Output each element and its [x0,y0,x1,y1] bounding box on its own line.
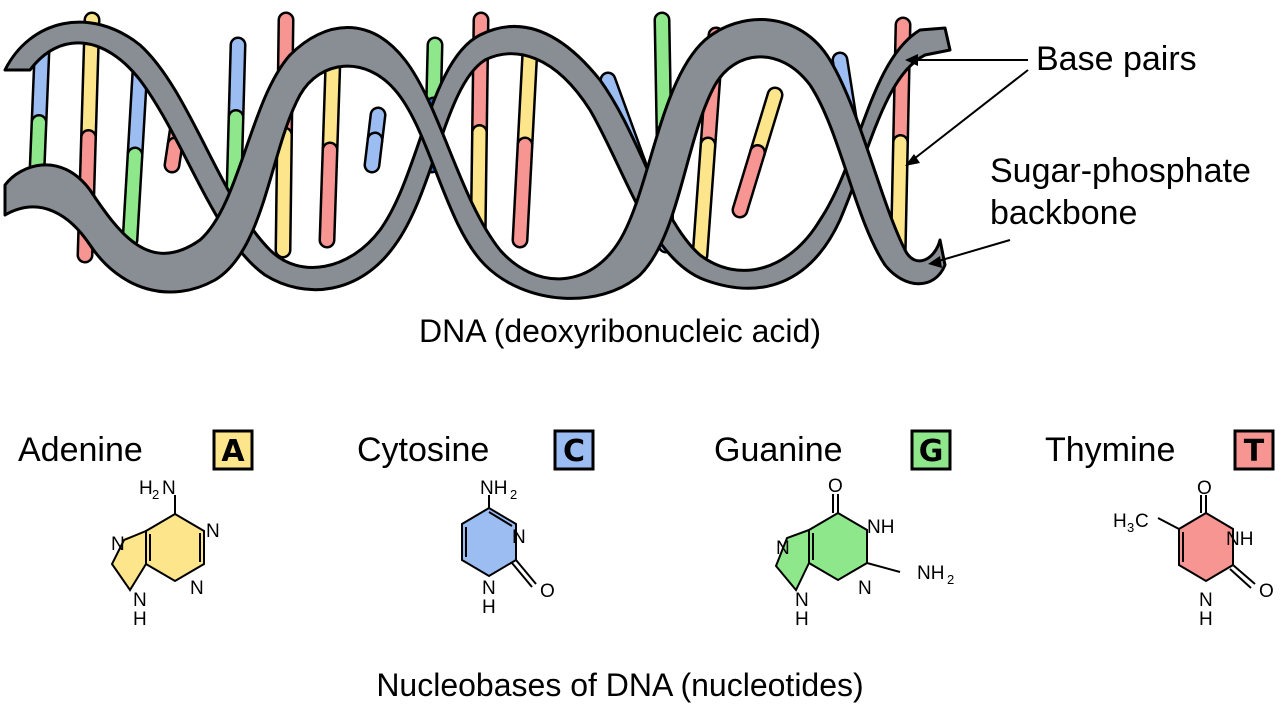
thymine-structure [1157,495,1256,589]
cytosine-amino-sub: 2 [510,487,517,502]
guanine-structure [774,494,901,592]
base-pair-rung [366,134,381,171]
guanine-n1: N [776,538,790,559]
adenine-letter: A [221,434,245,469]
cytosine-h: H [482,597,496,618]
cytosine-structure [461,495,537,588]
adenine-badge [212,429,254,471]
cytosine-letter: C [563,434,585,469]
guanine-nh: NH [867,517,894,538]
thymine-methyl-sub: 3 [1127,520,1134,535]
thymine-nh: NH [1226,529,1253,550]
thymine-h: H [1199,609,1213,630]
dna-caption: DNA (deoxyribonucleic acid) [419,313,821,349]
guanine-amino-sub: 2 [947,572,954,587]
adenine-amino-sub: 2 [152,487,159,502]
thymine-badge [1233,429,1275,471]
cytosine-badge [553,429,595,471]
sugar-phosphate-backbone [3,18,952,300]
adenine-n2: N [190,578,204,599]
adenine-amino-n: N [162,478,176,499]
adenine-n1: N [206,521,220,542]
base-pair-rung [321,144,336,246]
cytosine-amino-n: NH [480,478,507,499]
thymine-name: Thymine [1045,431,1175,469]
thymine-o-top: O [1197,478,1212,499]
base-pair-rung [33,44,48,129]
base-pair-rung [514,139,531,246]
base-pair-rung [166,139,181,171]
cytosine-name: Cytosine [357,431,489,469]
adenine-structure [110,495,205,592]
guanine-h: H [795,609,809,630]
callout-arrows [909,59,1029,263]
adenine-name: Adenine [18,431,143,469]
base-pair-rung [734,146,764,216]
backbone-label-line1: Sugar-phosphate [990,152,1251,190]
cytosine-nh: N [482,578,496,599]
adenine-n3: N [111,534,125,555]
base-pair-rung [751,89,781,159]
thymine-letter: T [1244,434,1265,469]
adenine-h: H [133,609,147,630]
base-pair-rung [427,39,441,111]
base-pair-rung [129,64,146,161]
cytosine-o: O [540,581,555,602]
nucleobase-legend: Adenine A Cytosine C Guanine G Thymine T [18,429,1275,471]
base-pair-rung [519,44,536,151]
thymine-methyl-c: C [1135,511,1149,532]
adenine-amino-h: H [139,478,153,499]
guanine-badge [910,429,952,471]
adenine-nh: N [133,590,147,611]
guanine-n2: N [858,578,872,599]
base-pairs-label: Base pairs [1036,40,1197,78]
guanine-amino-n: NH [917,563,944,584]
arrowheads [905,54,942,268]
base-pair-rung [694,139,714,261]
guanine-name: Guanine [714,431,843,469]
base-pair-rung [124,149,141,246]
base-pairs-arrow-2 [909,69,1029,163]
thymine-methyl-h: H [1113,511,1127,532]
base-pair-rung [230,39,244,124]
cytosine-n: N [512,527,526,548]
backbone-strand-front [3,18,947,300]
thymine-o-right: O [1259,581,1274,602]
guanine-nh2: N [795,590,809,611]
nucleobases-caption: Nucleobases of DNA (nucleotides) [376,667,863,703]
backbone-arrow [934,239,1011,263]
thymine-n: N [1199,590,1213,611]
guanine-letter: G [919,434,944,469]
base-pair-rung [324,54,339,156]
base-pair-rung [277,129,291,256]
guanine-o: O [828,476,843,497]
backbone-label-line2: backbone [990,194,1137,232]
